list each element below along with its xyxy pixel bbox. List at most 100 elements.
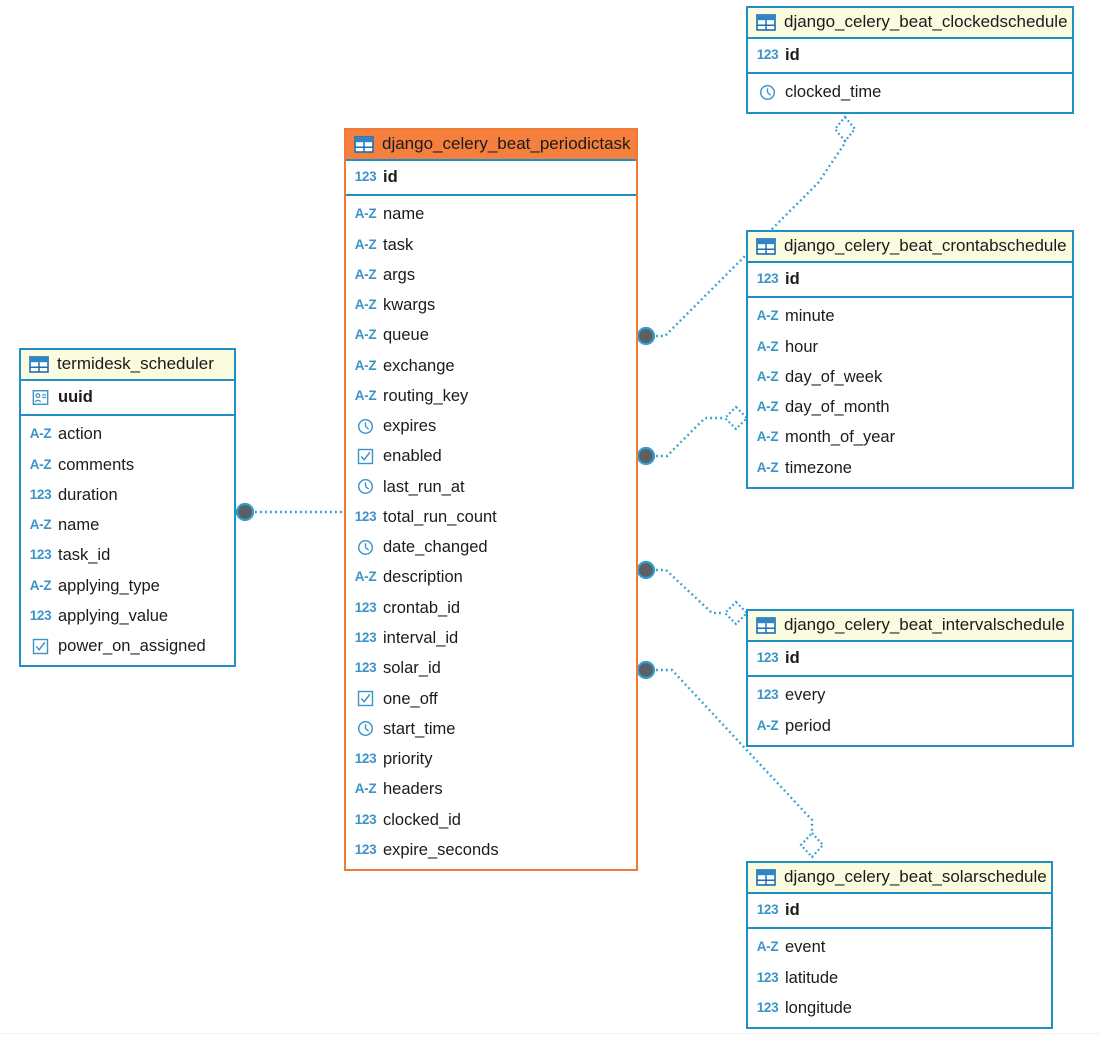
field-row[interactable]: A-Z day_of_month xyxy=(748,392,1072,422)
entity-header: django_celery_beat_intervalschedule xyxy=(748,611,1072,642)
string-icon: A-Z xyxy=(756,429,779,445)
field-name: id xyxy=(785,270,800,288)
field-row[interactable]: A-Z period xyxy=(748,711,1072,741)
field-row[interactable]: uuid xyxy=(21,381,234,414)
field-row[interactable]: 123 priority xyxy=(346,744,636,774)
field-name: id xyxy=(785,901,800,919)
field-name: id xyxy=(785,649,800,667)
entity-django-celery-beat-periodictask[interactable]: django_celery_beat_periodictask 123 id A… xyxy=(344,128,638,872)
field-row[interactable]: power_on_assigned xyxy=(21,631,234,661)
field-row[interactable]: 123 crontab_id xyxy=(346,593,636,623)
field-name: clocked_id xyxy=(383,810,461,829)
entity-name: termidesk_scheduler xyxy=(57,354,214,373)
relationship-interval[interactable] xyxy=(636,560,749,626)
field-name: headers xyxy=(383,780,443,799)
field-name: timezone xyxy=(785,458,852,477)
field-name: priority xyxy=(383,750,433,769)
number-icon: 123 xyxy=(29,607,52,623)
field-name: period xyxy=(785,716,831,735)
field-name: minute xyxy=(785,307,835,326)
clock-icon xyxy=(355,418,376,435)
field-name: longitude xyxy=(785,998,852,1017)
field-row[interactable]: 123 id xyxy=(748,263,1072,296)
field-row[interactable]: start_time xyxy=(346,714,636,744)
field-name: every xyxy=(785,686,826,705)
field-row[interactable]: last_run_at xyxy=(346,472,636,502)
number-icon: 123 xyxy=(756,687,779,703)
field-name: crontab_id xyxy=(383,598,461,617)
field-row[interactable]: date_changed xyxy=(346,532,636,562)
field-name: interval_id xyxy=(383,628,459,647)
field-row[interactable]: 123 id xyxy=(748,894,1051,927)
field-row[interactable]: clocked_time xyxy=(748,77,1072,107)
entity-header: django_celery_beat_solarschedule xyxy=(748,863,1051,894)
string-icon: A-Z xyxy=(756,717,779,733)
field-row[interactable]: 123 id xyxy=(748,642,1072,675)
primary-key-section: 123 id xyxy=(748,642,1072,678)
field-row[interactable]: expires xyxy=(346,411,636,441)
entity-django-celery-beat-clockedschedule[interactable]: django_celery_beat_clockedschedule 123 i… xyxy=(746,6,1074,114)
field-name: start_time xyxy=(383,719,456,738)
clock-icon xyxy=(355,720,376,737)
primary-key-section: 123 id xyxy=(748,263,1072,299)
field-row[interactable]: 123 id xyxy=(748,39,1072,72)
primary-key-section: uuid xyxy=(21,381,234,417)
number-icon: 123 xyxy=(354,630,377,645)
fields-section: 123 every A-Z period xyxy=(748,677,1072,745)
number-icon: 123 xyxy=(756,271,779,287)
string-icon: A-Z xyxy=(756,399,779,415)
field-name: day_of_month xyxy=(785,398,890,417)
field-row[interactable]: enabled xyxy=(346,441,636,471)
field-name: description xyxy=(383,568,463,587)
field-name: name xyxy=(58,516,100,535)
fields-section: clocked_time xyxy=(748,74,1072,111)
entity-django-celery-beat-solarschedule[interactable]: django_celery_beat_solarschedule 123 id … xyxy=(746,861,1053,1030)
field-name: last_run_at xyxy=(383,477,465,496)
entity-django-celery-beat-crontabschedule[interactable]: django_celery_beat_crontabschedule 123 i… xyxy=(746,230,1074,489)
field-row[interactable]: 123 interval_id xyxy=(346,623,636,653)
string-icon: A-Z xyxy=(354,206,377,222)
number-icon: 123 xyxy=(354,751,377,767)
field-row[interactable]: 123 id xyxy=(346,161,636,194)
relationship-termidesk[interactable] xyxy=(235,502,344,522)
entity-name: django_celery_beat_solarschedule xyxy=(784,867,1047,886)
relationship-crontab[interactable] xyxy=(636,405,749,466)
field-row[interactable]: 123 every xyxy=(748,680,1072,710)
id-badge-icon xyxy=(30,389,51,406)
field-row[interactable]: one_off xyxy=(346,684,636,714)
entity-django-celery-beat-intervalschedule[interactable]: django_celery_beat_intervalschedule 123 … xyxy=(746,609,1074,747)
checkbox-icon xyxy=(30,638,51,655)
number-icon: 123 xyxy=(354,599,377,615)
